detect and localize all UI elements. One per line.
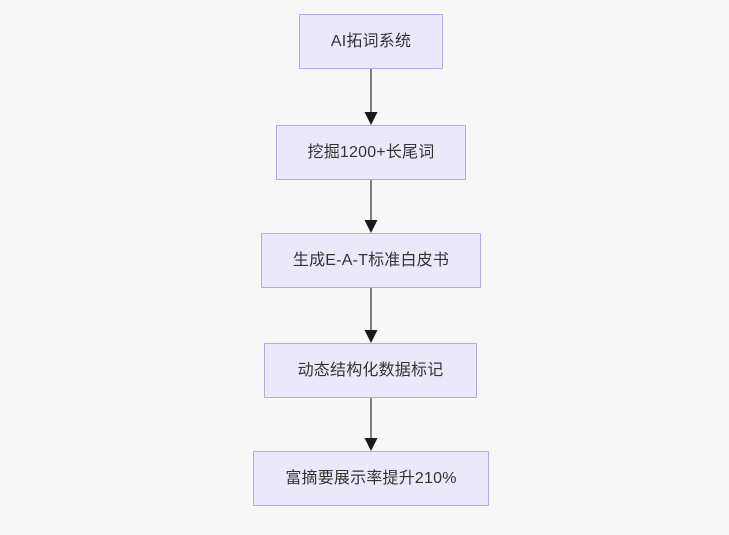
flow-node-rich-snippet-rate-increase[interactable]: 富摘要展示率提升210% — [253, 451, 489, 506]
flow-node-mine-longtail-keywords[interactable]: 挖掘1200+长尾词 — [276, 125, 466, 180]
flow-node-label: 生成E-A-T标准白皮书 — [292, 251, 450, 269]
flow-node-ai-keyword-system[interactable]: AI拓词系统 — [299, 14, 443, 69]
flow-node-label: 动态结构化数据标记 — [297, 361, 444, 379]
flow-node-generate-eat-whitepaper[interactable]: 生成E-A-T标准白皮书 — [261, 233, 481, 288]
flow-node-label: AI拓词系统 — [330, 32, 412, 50]
flow-node-dynamic-structured-data-markup[interactable]: 动态结构化数据标记 — [264, 343, 477, 398]
flow-node-label: 富摘要展示率提升210% — [285, 469, 457, 487]
edge-node2-to-node3 — [364, 288, 378, 343]
edge-node3-to-node4 — [364, 398, 378, 451]
edge-node1-to-node2 — [364, 180, 378, 233]
edge-node0-to-node1 — [364, 69, 378, 125]
flow-node-label: 挖掘1200+长尾词 — [307, 143, 435, 161]
